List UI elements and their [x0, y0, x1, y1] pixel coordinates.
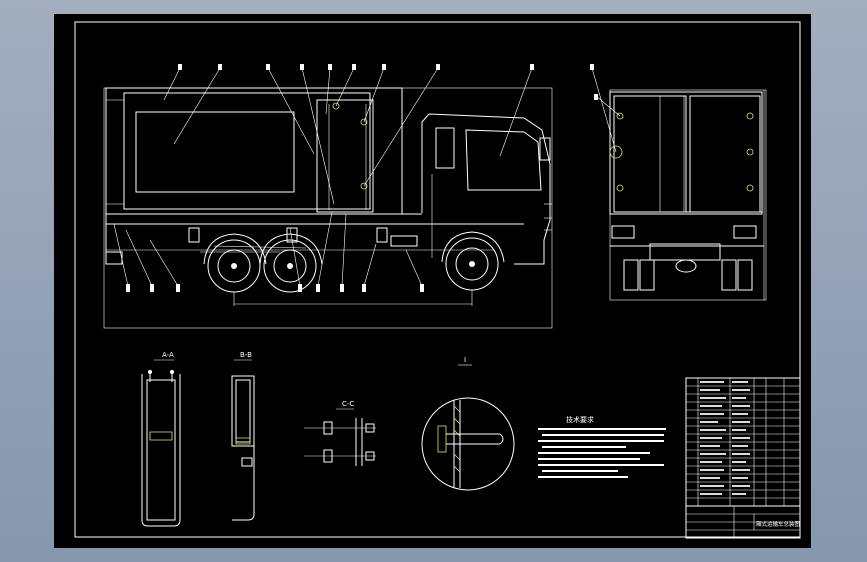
technical-requirements: 技术要求 — [538, 415, 666, 478]
leader-lines — [113, 67, 533, 287]
mid-wheel-hub — [273, 249, 307, 283]
section-cc-label: C-C — [342, 400, 354, 408]
rear-lamp-right — [733, 225, 757, 239]
detail-circle — [421, 397, 515, 491]
truck-rear-view — [590, 64, 767, 301]
drawing-border — [74, 21, 801, 538]
drawing-title: 厢式运输车总装图 — [756, 520, 801, 528]
cad-drawing: A-A B-B C-C — [74, 21, 801, 539]
fuel-tank — [390, 235, 418, 247]
rear-tire-right-2 — [737, 259, 753, 291]
rear-door-frame — [316, 99, 374, 213]
rear-tire-left-2 — [639, 259, 655, 291]
title-block: 厢式运输车总装图 — [685, 377, 801, 539]
parts-list-rows — [686, 378, 800, 506]
section-cc: C-C — [304, 400, 376, 466]
section-bb: B-B — [231, 351, 255, 521]
detail-i: I — [421, 356, 515, 491]
cab-outline — [421, 113, 551, 265]
section-aa-label: A-A — [162, 351, 174, 359]
section-bb-label: B-B — [240, 351, 252, 359]
rear-view-boundary — [609, 89, 767, 301]
parts-list-entries — [700, 381, 750, 495]
side-door-panel — [135, 111, 295, 193]
rear-door-left — [613, 95, 687, 213]
section-aa: A-A — [141, 351, 181, 527]
rear-tire-left-1 — [623, 259, 639, 291]
rear-lamp-left — [611, 225, 635, 239]
rear-tire-right-1 — [721, 259, 737, 291]
front-wheel-hub — [455, 247, 489, 281]
cab-windshield — [465, 129, 542, 191]
detail-label: I — [464, 356, 466, 364]
drawing-sheet[interactable]: A-A B-B C-C — [54, 14, 811, 548]
mirror — [539, 137, 551, 161]
cab-window-rear — [435, 127, 455, 169]
truck-side-view — [103, 64, 553, 329]
cargo-box-panel — [123, 92, 371, 210]
side-view-boundary — [103, 87, 553, 329]
leader-tags — [126, 64, 534, 292]
rear-bumper — [105, 251, 123, 265]
rear-wheel-hub — [217, 249, 251, 283]
mid-wheel-outer — [263, 239, 317, 293]
tech-req-heading: 技术要求 — [566, 415, 594, 424]
cargo-box — [105, 87, 403, 215]
